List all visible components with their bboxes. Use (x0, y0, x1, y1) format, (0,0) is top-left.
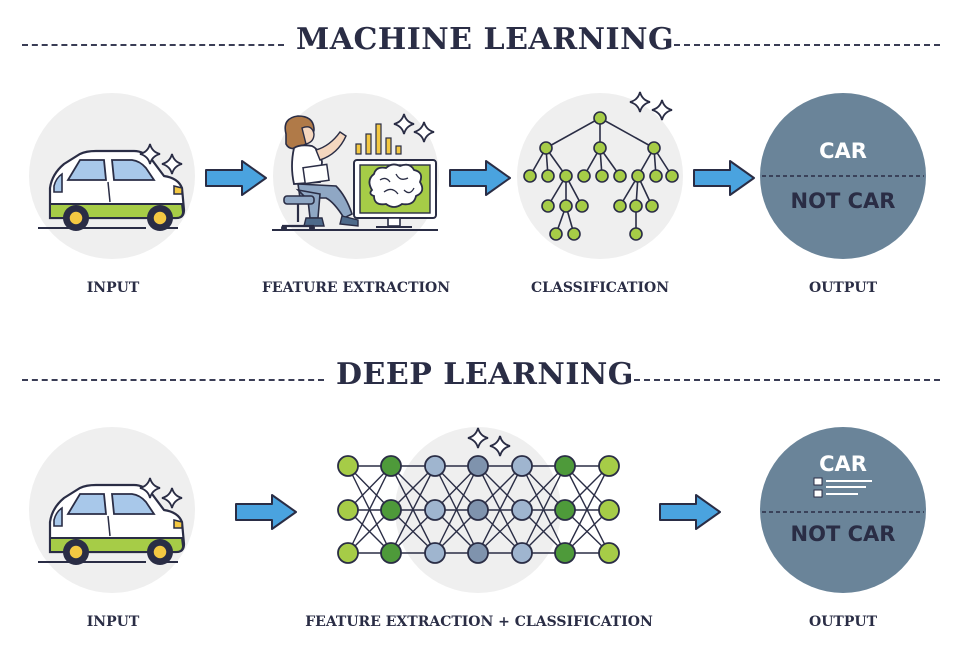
ml-input-illustration (29, 93, 195, 259)
checklist-icon (813, 477, 872, 498)
bar-chart-icon (355, 123, 402, 155)
nn-node (511, 499, 533, 521)
nn-node (554, 455, 576, 477)
nn-edge (564, 465, 610, 554)
ml-section-title: MACHINE LEARNING (296, 22, 675, 57)
nn-node (467, 455, 489, 477)
tree-node (613, 169, 627, 183)
nn-node (554, 542, 576, 564)
nn-edge (477, 465, 523, 554)
ml-title-divider-left (22, 44, 284, 46)
nn-node (467, 542, 489, 564)
dl-step-input-label: INPUT (86, 614, 140, 630)
nn-node (337, 542, 359, 564)
tree-node (595, 169, 609, 183)
ml-output-circle (760, 93, 926, 259)
tree-node (549, 227, 563, 241)
dl-input-illustration (29, 427, 195, 593)
tree-node (577, 169, 591, 183)
tree-node (541, 199, 555, 213)
ml-feature-extraction-illustration (272, 93, 439, 259)
dl-step-output-label: OUTPUT (809, 614, 877, 630)
tree-node (629, 199, 643, 213)
dl-output-not-car-label: NOT CAR (790, 522, 896, 546)
neural-network-nodes (337, 455, 620, 564)
nn-node (424, 499, 446, 521)
nn-edge (434, 465, 479, 554)
ml-step-feature-extraction-label: FEATURE EXTRACTION (261, 280, 451, 296)
tree-node (593, 111, 607, 125)
tree-node (649, 169, 663, 183)
nn-edge (390, 465, 436, 554)
tree-node (593, 141, 607, 155)
nn-node (424, 455, 446, 477)
nn-edge (347, 465, 392, 554)
nn-node (554, 499, 576, 521)
dl-title-divider-left (22, 379, 324, 381)
nn-node (337, 499, 359, 521)
dl-arrow-2 (659, 494, 721, 530)
brain-icon (368, 163, 424, 208)
nn-node (380, 542, 402, 564)
tree-node (645, 199, 659, 213)
nn-node (424, 542, 446, 564)
tree-node (631, 169, 645, 183)
tree-node (629, 227, 643, 241)
ml-title-divider-right (674, 44, 940, 46)
tree-node (559, 199, 573, 213)
tree-node (575, 199, 589, 213)
nn-node (380, 499, 402, 521)
nn-node (337, 455, 359, 477)
nn-node (598, 542, 620, 564)
nn-node (467, 499, 489, 521)
ml-step-classification-label: CLASSIFICATION (531, 280, 669, 296)
tree-edge (599, 117, 655, 149)
dl-step-feature-classification-label: FEATURE EXTRACTION + CLASSIFICATION (305, 614, 653, 630)
ml-arrow-3 (693, 160, 755, 196)
person-icon (281, 115, 359, 231)
ml-output-car-label: CAR (819, 139, 867, 163)
tree-node (613, 199, 627, 213)
dl-output-car-label: CAR (819, 452, 867, 476)
dl-arrow-1 (235, 494, 297, 530)
nn-edge (521, 465, 566, 554)
dl-output-circle (760, 427, 926, 593)
tree-edge (545, 117, 601, 149)
ml-step-output-label: OUTPUT (809, 280, 877, 296)
nn-node (511, 542, 533, 564)
ml-output-not-car-label: NOT CAR (790, 189, 896, 213)
ml-arrow-1 (205, 160, 267, 196)
tree-node (559, 169, 573, 183)
ml-arrow-2 (449, 160, 511, 196)
ml-classification-illustration (517, 91, 683, 259)
nn-node (598, 499, 620, 521)
tree-node (523, 169, 537, 183)
nn-node (511, 455, 533, 477)
tree-node (541, 169, 555, 183)
tree-node (665, 169, 679, 183)
nn-node (380, 455, 402, 477)
dl-neural-network-illustration (337, 427, 620, 593)
dl-section-title: DEEP LEARNING (336, 357, 634, 392)
tree-node (567, 227, 581, 241)
tree-node (539, 141, 553, 155)
ml-step-input-label: INPUT (86, 280, 140, 296)
tree-node (647, 141, 661, 155)
nn-node (598, 455, 620, 477)
dl-title-divider-right (634, 379, 940, 381)
decision-tree-icon (523, 111, 679, 241)
